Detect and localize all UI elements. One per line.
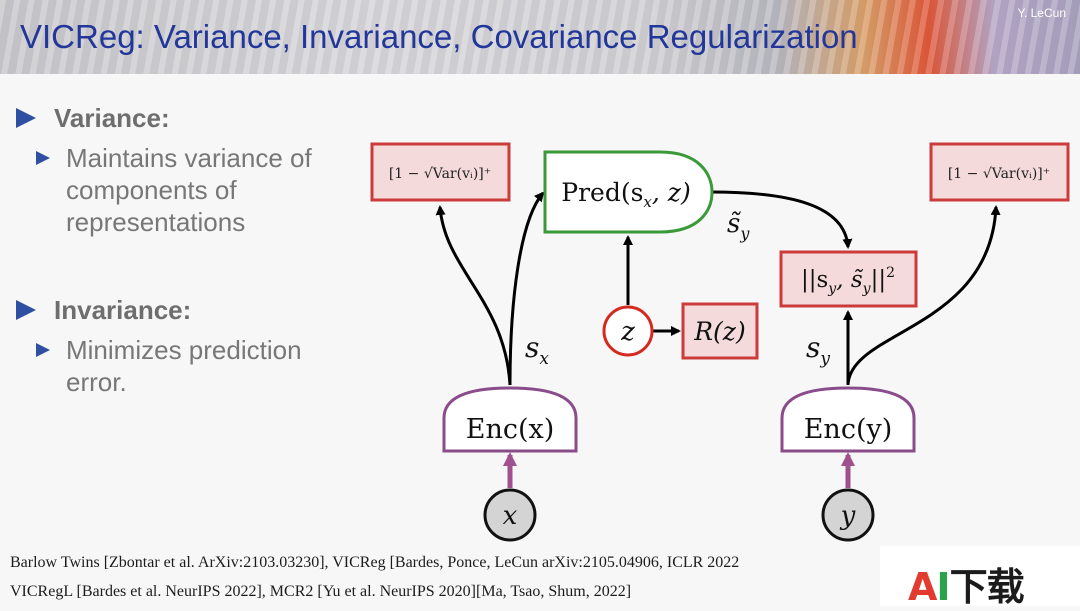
slide-header: VICReg: Variance, Invariance, Covariance… (0, 0, 1080, 74)
bullet-variance: Variance: Maintains variance of componen… (16, 100, 361, 238)
bullet-triangle-icon (16, 108, 36, 128)
encoder-x-label: Enc(x) (466, 414, 555, 445)
regularizer-rz: R(z) (681, 302, 759, 360)
bullet-heading: Invariance: (16, 292, 361, 328)
encoder-x: Enc(x) (442, 386, 578, 453)
input-y-node: y (821, 488, 875, 542)
variance-loss-right: [1 − √Var(vᵢ)]⁺ (929, 142, 1070, 202)
sub-bullet-line: components of (66, 175, 237, 205)
sub-bullet-triangle-icon (36, 151, 50, 165)
s-y-label: sy (806, 331, 830, 369)
variance-loss-right-label: [1 − √Var(vᵢ)]⁺ (948, 166, 1050, 182)
sub-bullet: Minimizes prediction error. (36, 334, 361, 398)
input-x-node: x (483, 488, 537, 542)
latent-z-label: z (620, 317, 635, 347)
arrow-sx-to-var-left (435, 205, 512, 386)
sub-bullet-line: error. (66, 367, 127, 397)
predictor-block: Pred(sx, z) (543, 150, 714, 234)
bullet-heading: Variance: (16, 100, 361, 136)
encoder-y: Enc(y) (780, 386, 916, 453)
arrow-pred-to-dist (709, 190, 853, 249)
arrow-sx-to-pred (508, 191, 545, 386)
sub-bullet-triangle-icon (36, 343, 50, 357)
bullet-heading-text: Invariance: (54, 294, 192, 325)
bullet-invariance: Invariance: Minimizes prediction error. (16, 292, 361, 398)
bullet-triangle-icon (16, 300, 36, 320)
bullet-heading-text: Variance: (54, 102, 170, 133)
slide-author: Y. LeCun (1017, 6, 1067, 20)
input-y-label: y (840, 501, 856, 531)
predictor-label: Pred(sx, z) (561, 178, 690, 211)
regularizer-rz-label: R(z) (693, 317, 746, 346)
prediction-distance-loss: ||sy, s̃y||2 (779, 250, 918, 308)
reference-line-2: VICRegL [Bardes et al. NeurIPS 2022], MC… (10, 583, 632, 600)
watermark-logo-text: AI下载 (908, 565, 1025, 609)
input-x-label: x (503, 501, 518, 531)
watermark-logo: AI下载 (880, 546, 1080, 609)
s-tilde-y-label: s̃y (727, 209, 750, 243)
references-footer: Barlow Twins [Zbontar et al. ArXiv:2103.… (10, 548, 739, 606)
sub-bullet-text: Minimizes prediction error. (66, 334, 302, 398)
s-x-label: sx (525, 331, 549, 369)
latent-z-node: z (602, 305, 654, 357)
sub-bullet: Maintains variance of components of repr… (36, 142, 361, 238)
arrows (435, 190, 1001, 386)
header-background (0, 0, 1080, 74)
slide-title: VICReg: Variance, Invariance, Covariance… (20, 18, 858, 55)
bullet-list: Variance: Maintains variance of componen… (16, 100, 361, 398)
reference-line-1: Barlow Twins [Zbontar et al. ArXiv:2103.… (10, 554, 740, 571)
arrow-sy-to-var-right (846, 205, 1001, 386)
sub-bullet-line: Maintains variance of (66, 143, 312, 173)
input-arrows (503, 452, 855, 488)
distance-loss-label: ||sy, s̃y||2 (801, 265, 895, 297)
sub-bullet-line: representations (66, 207, 246, 237)
variance-loss-left-label: [1 − √Var(vᵢ)]⁺ (389, 166, 491, 182)
encoder-y-label: Enc(y) (804, 414, 893, 445)
sub-bullet-line: Minimizes prediction (66, 335, 302, 365)
sub-bullet-text: Maintains variance of components of repr… (66, 142, 312, 238)
variance-loss-left: [1 − √Var(vᵢ)]⁺ (370, 142, 511, 202)
